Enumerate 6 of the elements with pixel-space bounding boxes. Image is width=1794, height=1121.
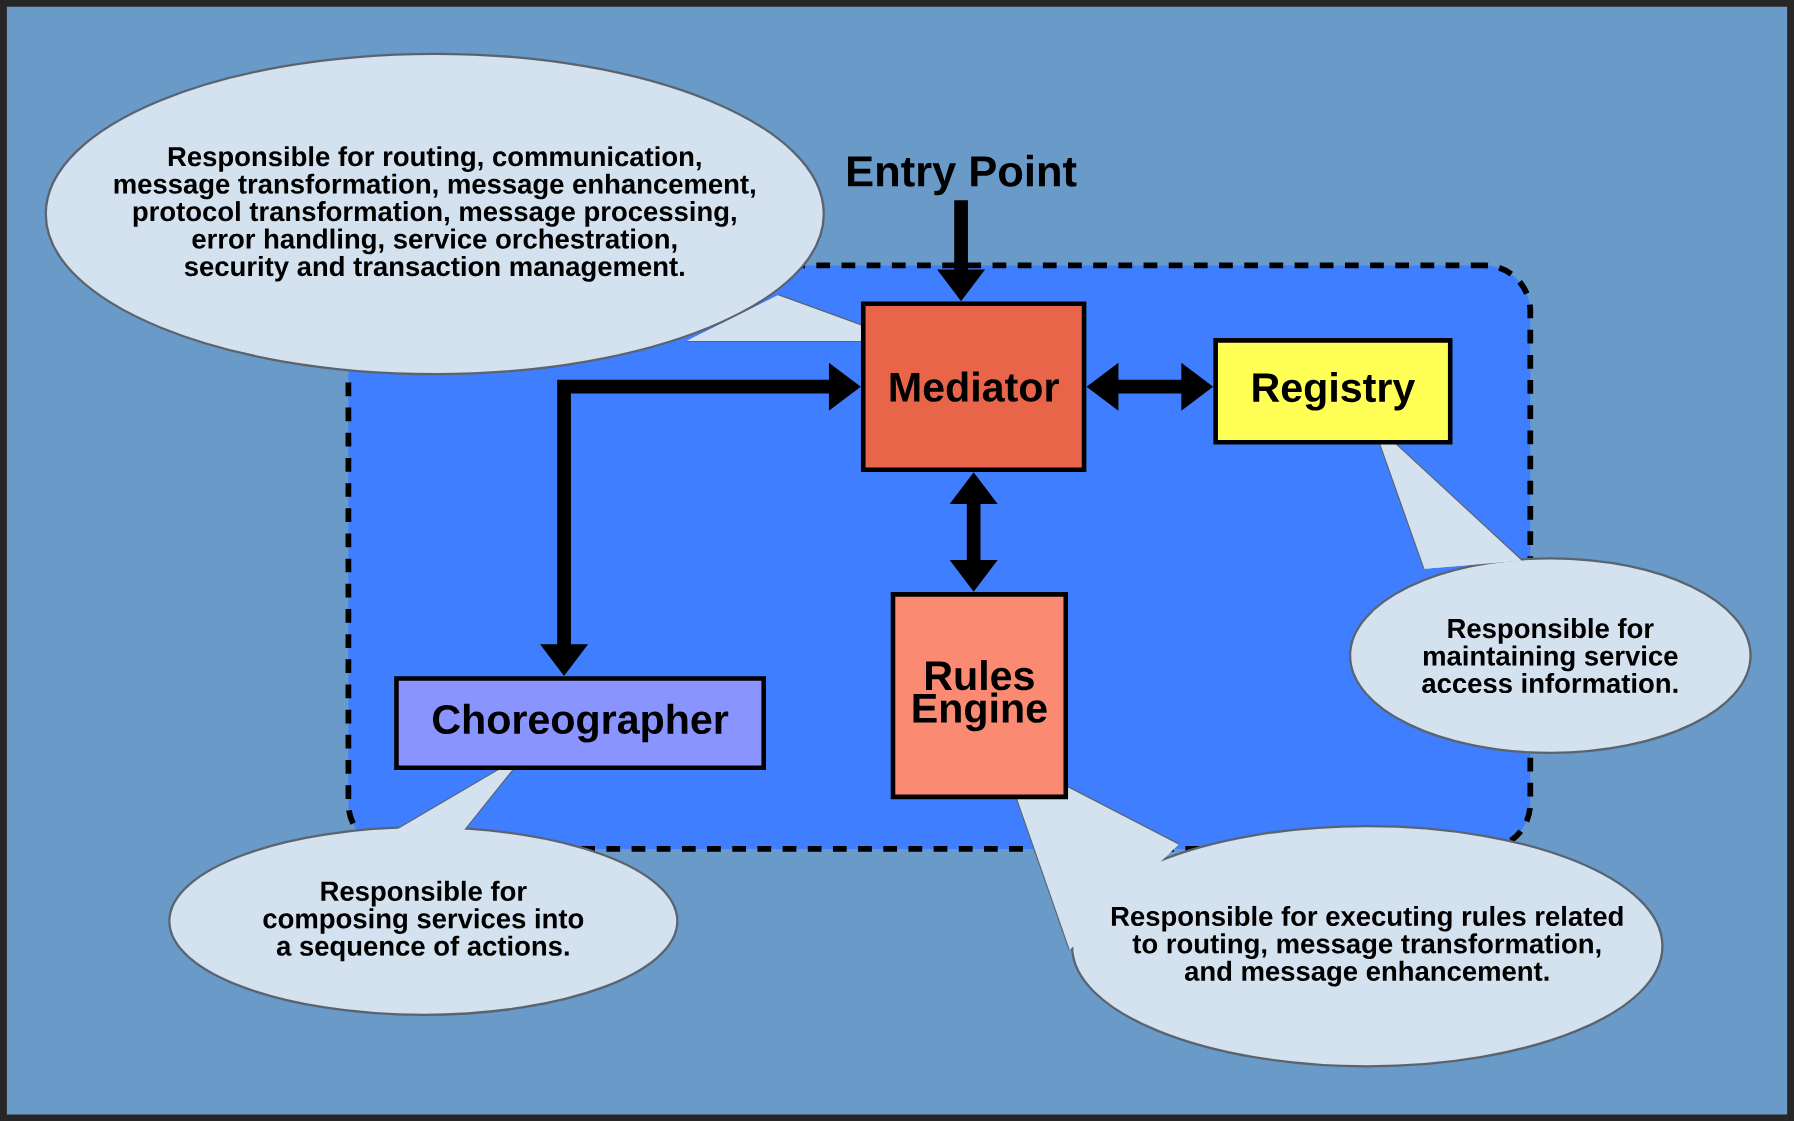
entry-label: Entry Point bbox=[848, 154, 1077, 196]
component-box: Rules Engine bbox=[890, 591, 1069, 800]
component-box: Registry bbox=[1213, 337, 1453, 445]
component-box: Mediator bbox=[860, 301, 1087, 472]
component-box: Choreographer bbox=[394, 676, 766, 770]
callout-bubble: Responsible for executing rules related to routing, message transformation, and message enhancement. bbox=[999, 750, 1664, 1068]
